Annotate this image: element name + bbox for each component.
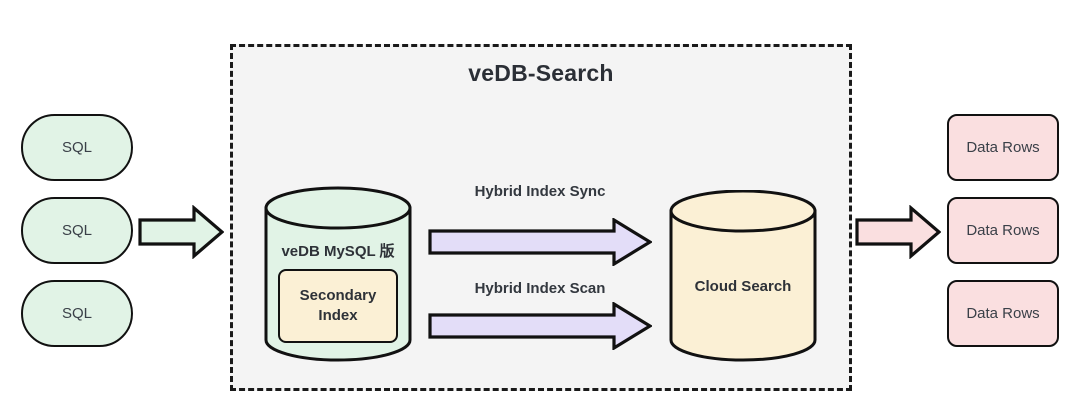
data-rows-node-2-label: Data Rows xyxy=(966,222,1040,239)
hybrid-index-scan-label: Hybrid Index Scan xyxy=(474,280,606,297)
sql-node-3[interactable]: SQL xyxy=(21,280,133,347)
cloud-search-label: Cloud Search xyxy=(694,278,792,295)
sql-node-2[interactable]: SQL xyxy=(21,197,133,264)
cloud-search-cylinder[interactable] xyxy=(668,190,818,362)
sql-node-2-label: SQL xyxy=(61,222,92,239)
secondary-index-line1: Secondary xyxy=(299,287,377,305)
hybrid-index-scan-arrow-icon xyxy=(428,302,652,350)
output-flow-arrow-icon xyxy=(855,205,941,259)
data-rows-node-2[interactable]: Data Rows xyxy=(947,197,1059,264)
data-rows-node-3-label: Data Rows xyxy=(966,305,1040,322)
data-rows-node-1[interactable]: Data Rows xyxy=(947,114,1059,181)
data-rows-node-3[interactable]: Data Rows xyxy=(947,280,1059,347)
sql-node-1[interactable]: SQL xyxy=(21,114,133,181)
hybrid-index-sync-label: Hybrid Index Sync xyxy=(474,183,606,200)
input-flow-arrow-icon xyxy=(138,205,224,259)
hybrid-index-sync-arrow-icon xyxy=(428,218,652,266)
secondary-index-line2: Index xyxy=(318,307,358,324)
container-title: veDB-Search xyxy=(468,60,614,86)
sql-node-3-label: SQL xyxy=(61,305,92,322)
sql-node-1-label: SQL xyxy=(61,139,92,156)
data-rows-node-1-label: Data Rows xyxy=(966,139,1040,156)
vedb-mysql-label: veDB MySQL 版 xyxy=(281,243,395,260)
secondary-index-box[interactable]: Secondary Index xyxy=(278,269,398,343)
